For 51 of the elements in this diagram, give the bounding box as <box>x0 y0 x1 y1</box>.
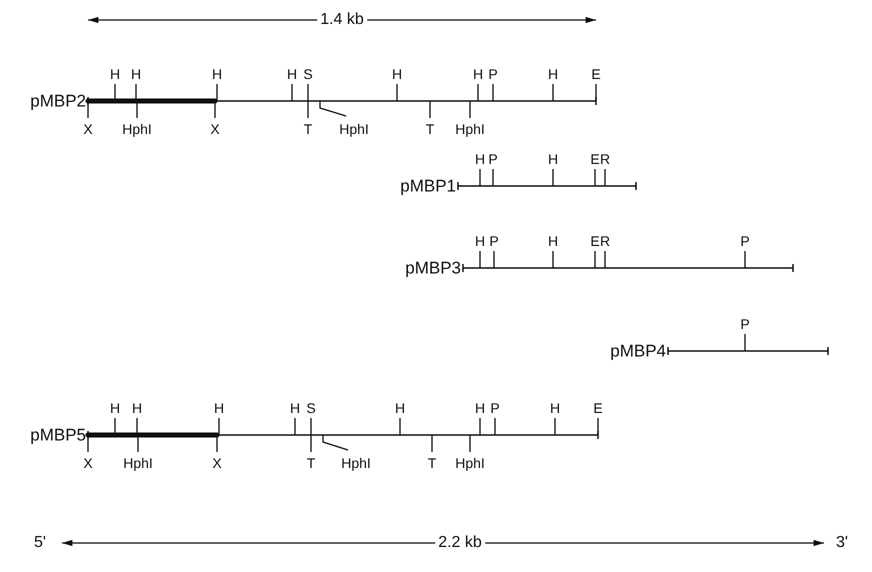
site-label: H <box>212 67 222 81</box>
clone-label: pMBP3 <box>405 260 461 276</box>
site-label: H <box>474 234 486 248</box>
clone-label: pMBP2 <box>30 92 86 110</box>
site-label: T <box>306 456 316 470</box>
site-label: P <box>488 67 498 81</box>
site-label: P <box>740 317 750 331</box>
site-label: HphI <box>339 122 369 136</box>
site-label: P <box>489 234 499 248</box>
site-label: H <box>132 401 142 415</box>
site-label: E <box>591 67 601 81</box>
site-label: H <box>110 401 120 415</box>
site-label: T <box>426 122 434 136</box>
site-label: HphI <box>455 122 485 136</box>
site-label: HphI <box>455 456 485 470</box>
site-label: H <box>474 152 486 166</box>
clone-label: pMBP4 <box>610 342 666 360</box>
site-label: H <box>550 401 560 415</box>
site-label: H <box>392 67 402 81</box>
site-label: H <box>474 401 486 415</box>
site-label: H <box>130 67 142 81</box>
site-label: S <box>303 67 313 81</box>
site-label: HphI <box>122 122 152 136</box>
site-label: P <box>488 152 498 166</box>
site-label: H <box>548 67 558 81</box>
site-label: R <box>600 152 610 166</box>
site-label: H <box>548 152 558 166</box>
site-label: S <box>306 401 316 415</box>
clone-label: pMBP1 <box>400 178 456 194</box>
site-label: R <box>600 234 610 248</box>
site-label: H <box>110 67 120 81</box>
site-label: P <box>490 401 500 415</box>
site-label: H <box>286 67 298 81</box>
site-label: HphI <box>123 456 153 470</box>
site-label: H <box>394 401 406 415</box>
site-label: P <box>740 234 750 248</box>
site-label: H <box>214 401 224 415</box>
site-label: X <box>83 122 93 136</box>
site-label: H <box>548 234 558 248</box>
site-label: E <box>593 401 603 415</box>
site-label: H <box>290 401 300 415</box>
site-label: X <box>210 122 220 136</box>
site-label: HphI <box>341 456 371 470</box>
site-label: T <box>428 456 436 470</box>
site-label: E <box>590 152 600 166</box>
site-label: X <box>212 456 222 470</box>
site-label: H <box>472 67 484 81</box>
site-label: E <box>590 234 600 248</box>
site-label: T <box>304 122 312 136</box>
clone-label: pMBP5 <box>30 426 86 444</box>
site-label: X <box>83 456 93 470</box>
